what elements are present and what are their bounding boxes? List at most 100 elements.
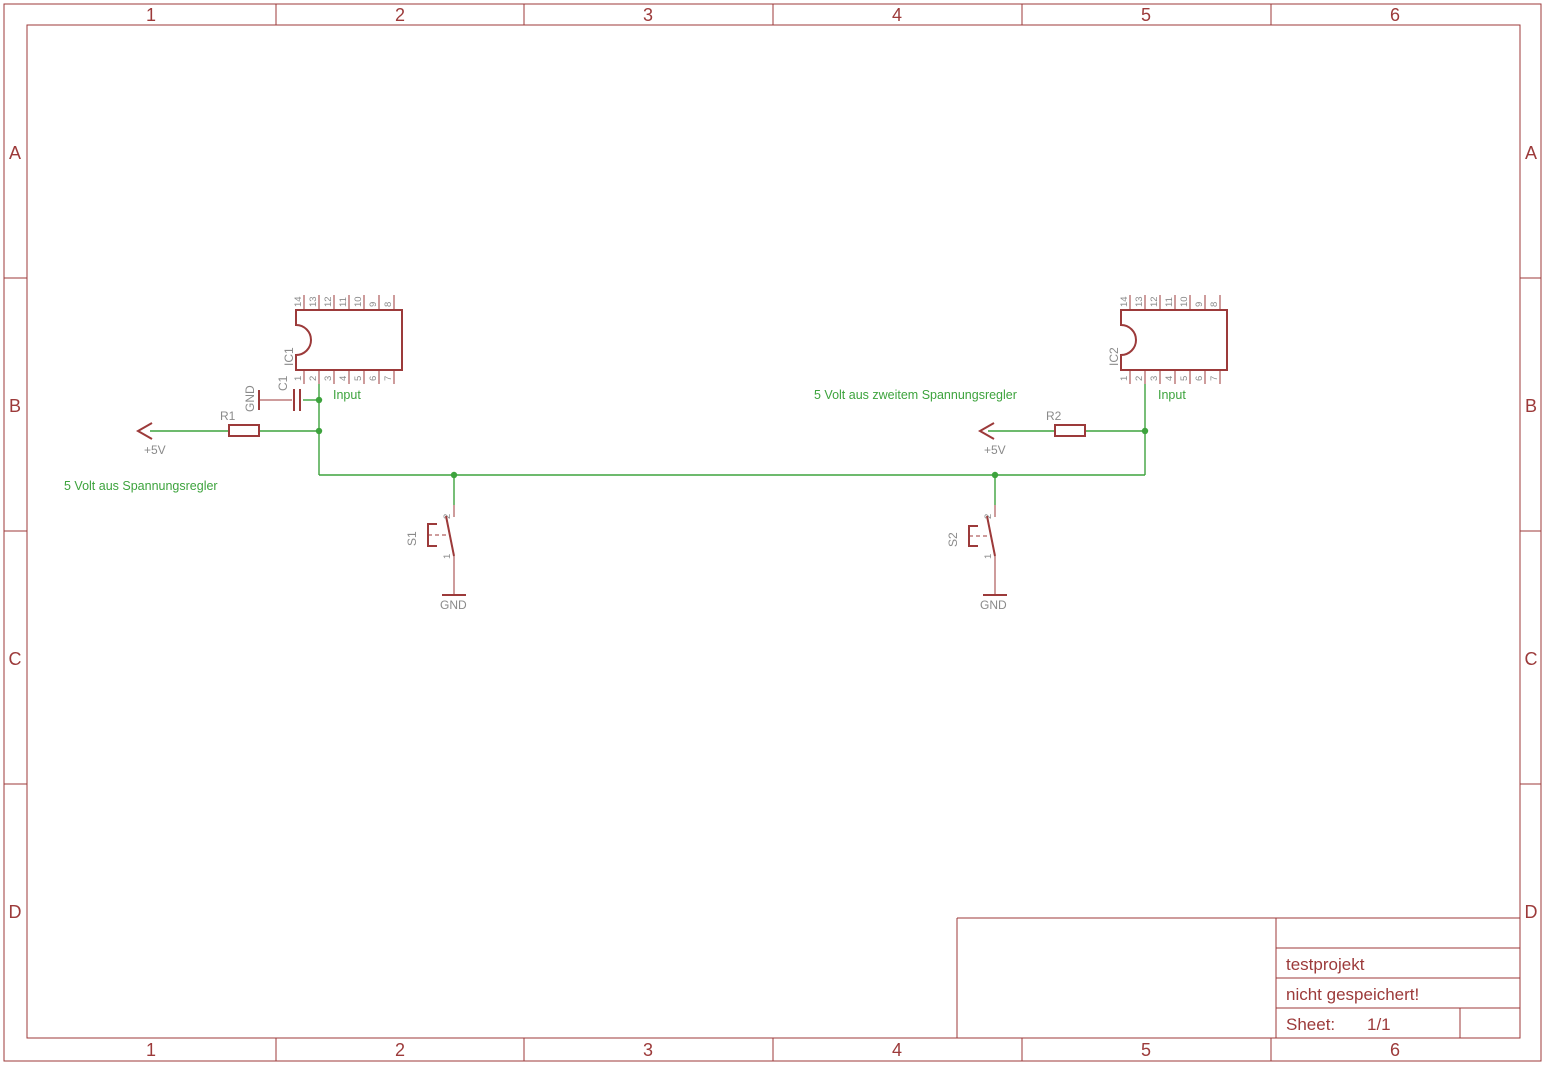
- row-label-right-b: B: [1525, 396, 1537, 416]
- s1-gnd-label: GND: [440, 598, 467, 612]
- ic1-pin-numbers: 14 13 12 11 10 9 8 1 2 3 4 5 6 7: [293, 296, 394, 381]
- ic1-pin-label: 4: [338, 376, 349, 381]
- ic2-pin-label: 9: [1194, 302, 1205, 307]
- col-label-top-3: 3: [643, 5, 653, 25]
- ic2-pin-label: 14: [1119, 296, 1130, 307]
- ic1-pin-label: 9: [368, 302, 379, 307]
- r1-symbol[interactable]: R1: [220, 409, 260, 437]
- ic2-pin-label: 4: [1164, 376, 1175, 381]
- ic2-pin-stubs: [1129, 295, 1221, 384]
- col-label-top-6: 6: [1390, 5, 1400, 25]
- ic2-name: IC2: [1107, 347, 1121, 366]
- col-label-top-5: 5: [1141, 5, 1151, 25]
- row-label-left-c: C: [9, 649, 22, 669]
- col-label-top-4: 4: [892, 5, 902, 25]
- ic2-body: [1120, 309, 1228, 371]
- ic1-pin-label: 7: [383, 376, 394, 381]
- supply2-label: +5V: [984, 443, 1006, 457]
- s2-gnd-label: GND: [980, 598, 1007, 612]
- ic1-pin-label: 1: [293, 376, 304, 381]
- ic2-pin-label: 5: [1179, 376, 1190, 381]
- row-label-left-b: B: [9, 396, 21, 416]
- c1-name: C1: [276, 375, 290, 391]
- ic2-pin-label: 10: [1179, 296, 1190, 307]
- col-label-bottom-4: 4: [892, 1040, 902, 1060]
- col-label-bottom-1: 1: [146, 1040, 156, 1060]
- s1-pin-label: 1: [442, 554, 453, 559]
- s1-pin-label: 2: [442, 514, 453, 519]
- drawing-frame: 1 2 3 4 5 6 1 2 3 4 5 6 A B C D A B C D: [3, 3, 1542, 1062]
- junction-dot: [450, 471, 458, 479]
- junction-dot: [315, 396, 323, 404]
- s2-pin-label: 2: [983, 514, 994, 519]
- title-block-sheet-label: Sheet:: [1286, 1015, 1335, 1034]
- ic2-pin-label: 6: [1194, 376, 1205, 381]
- title-block-status: nicht gespeichert!: [1286, 985, 1419, 1004]
- ic2-pin-numbers: 14 13 12 11 10 9 8 1 2 3 4 5 6 7: [1119, 296, 1220, 381]
- r1-body: [228, 424, 260, 437]
- ic2-pin-label: 7: [1209, 376, 1220, 381]
- s1-symbol[interactable]: 2 1 S1 GND: [405, 505, 467, 612]
- supply-arrow-icon: [135, 422, 153, 440]
- r2-symbol[interactable]: R2: [1046, 409, 1086, 437]
- ic2-symbol[interactable]: 14 13 12 11 10 9 8 1 2 3 4 5 6 7 IC2: [1107, 295, 1228, 384]
- ic1-pin-label: 10: [353, 296, 364, 307]
- s2-symbol[interactable]: 2 1 S2 GND: [946, 505, 1007, 612]
- col-label-top-1: 1: [146, 5, 156, 25]
- col-label-bottom-5: 5: [1141, 1040, 1151, 1060]
- ic2-pin-label: 8: [1209, 302, 1220, 307]
- s1-contact: [445, 515, 455, 557]
- ic1-pin-stubs: [303, 295, 395, 384]
- ic1-pin-label: 5: [353, 376, 364, 381]
- supply1-symbol[interactable]: +5V: [135, 422, 166, 457]
- note-right: 5 Volt aus zweitem Spannungsregler: [814, 388, 1017, 402]
- col-label-top-2: 2: [395, 5, 405, 25]
- junction-dot: [1141, 427, 1149, 435]
- row-label-left-a: A: [9, 143, 21, 163]
- ic1-name: IC1: [282, 347, 296, 366]
- ic1-pin-label: 8: [383, 302, 394, 307]
- title-block: testprojekt nicht gespeichert! Sheet: 1/…: [956, 917, 1520, 1038]
- col-label-bottom-2: 2: [395, 1040, 405, 1060]
- ic2-pin-label: 13: [1134, 296, 1145, 307]
- note-left: 5 Volt aus Spannungsregler: [64, 479, 218, 493]
- outer-border: [3, 3, 1542, 1062]
- col-label-bottom-3: 3: [643, 1040, 653, 1060]
- ic1-pin-label: 13: [308, 296, 319, 307]
- ic1-pin-label: 2: [308, 376, 319, 381]
- row-label-right-c: C: [1525, 649, 1538, 669]
- s2-pin-label: 1: [983, 554, 994, 559]
- ic2-pin-label: 3: [1149, 376, 1160, 381]
- c1-gnd-label: GND: [243, 385, 257, 412]
- s1-name: S1: [405, 531, 419, 546]
- junction-dot: [315, 427, 323, 435]
- s2-name: S2: [946, 532, 960, 547]
- col-label-bottom-6: 6: [1390, 1040, 1400, 1060]
- ic1-pin-label: 6: [368, 376, 379, 381]
- ic1-pin-label: 3: [323, 376, 334, 381]
- r1-name: R1: [220, 409, 236, 423]
- row-label-right-a: A: [1525, 143, 1537, 163]
- ic1-body: [295, 309, 403, 371]
- r2-body: [1054, 424, 1086, 437]
- ic1-pin-label: 11: [338, 297, 349, 307]
- supply-arrow-icon: [977, 422, 995, 440]
- title-block-title: testprojekt: [1286, 955, 1365, 974]
- junction-dot: [991, 471, 999, 479]
- row-label-left-d: D: [9, 902, 22, 922]
- ic2-pin-label: 11: [1164, 297, 1175, 307]
- supply1-label: +5V: [144, 443, 166, 457]
- title-block-sheet-value: 1/1: [1367, 1015, 1391, 1034]
- ic1-input-label: Input: [333, 388, 361, 402]
- ic1-pin-label: 14: [293, 296, 304, 307]
- nets: [150, 384, 1149, 505]
- ic2-pin-label: 1: [1119, 376, 1130, 381]
- ic1-pin-label: 12: [323, 296, 334, 307]
- inner-border: [26, 24, 1521, 1039]
- ic2-input-label: Input: [1158, 388, 1186, 402]
- c1-symbol[interactable]: GND C1: [243, 375, 301, 412]
- row-label-right-d: D: [1525, 902, 1538, 922]
- ic1-symbol[interactable]: 14 13 12 11 10 9 8 1 2 3 4 5 6 7 IC1: [282, 295, 403, 384]
- supply2-symbol[interactable]: +5V: [977, 422, 1006, 457]
